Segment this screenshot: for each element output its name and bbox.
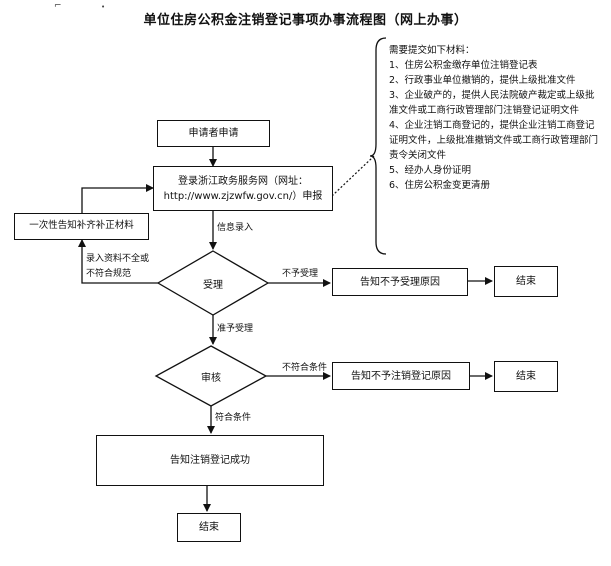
edge-label-incomplete-1: 录入资料不全或 (86, 254, 150, 264)
edge-label-not-accept: 不予受理 (282, 269, 319, 279)
end-box-3: 结束 (177, 513, 241, 542)
corner-mark-left: ⌐ (54, 1, 62, 11)
apply-box: 申请者申请 (157, 120, 270, 147)
edge-accept-supplement (78, 239, 158, 284)
materials-item: 4、企业注销工商登记的，提供企业注销工商登记证明文件，上级批准撤销文件或工商行政… (389, 120, 599, 161)
login-box: 登录浙江政务服务网（网址： http://www.zjzwfw.gov.cn/）… (153, 166, 333, 211)
materials-heading: 需要提交如下材料： (389, 45, 475, 56)
success-label: 告知注销登记成功 (170, 455, 250, 466)
materials-list: 需要提交如下材料： 1、住房公积金缴存单位注销登记表 2、行政事业单位撤销的，提… (389, 43, 604, 193)
review-label: 审核 (201, 373, 221, 384)
page-title: 单位住房公积金注销登记事项办事流程图（网上办事） (143, 13, 468, 28)
edge-supplement-login (81, 184, 154, 213)
supplement-label: 一次性告知补齐补正材料 (29, 220, 134, 232)
end-label-2: 结束 (516, 371, 536, 382)
edge-label-accept-yes: 准予受理 (217, 324, 254, 334)
accept-label: 受理 (203, 280, 223, 291)
end-label-3: 结束 (199, 522, 219, 533)
reject-accept-label: 告知不予受理原因 (360, 276, 440, 288)
corner-mark-dot: • (101, 3, 106, 11)
apply-label: 申请者申请 (188, 128, 239, 139)
reject-accept-box: 告知不予受理原因 (332, 268, 468, 296)
materials-item: 1、住房公积金缴存单位注销登记表 (389, 60, 538, 71)
supplement-box: 一次性告知补齐补正材料 (14, 213, 149, 240)
login-label-line1: 登录浙江政务服务网（网址： (178, 175, 308, 187)
reject-cancel-box: 告知不予注销登记原因 (332, 362, 470, 390)
materials-brace (369, 37, 387, 255)
edge-label-meet: 符合条件 (215, 413, 252, 423)
edge-login-materials (331, 155, 375, 197)
materials-item: 3、企业破产的，提供人民法院破产裁定或上级批准文件或工商行政管理部门注销登记证明… (389, 90, 595, 116)
login-label-line2: http://www.zjzwfw.gov.cn/）申报 (163, 190, 323, 202)
end-box-2: 结束 (494, 361, 558, 392)
materials-item: 2、行政事业单位撤销的，提供上级批准文件 (389, 75, 576, 86)
edge-label-info-entry: 信息录入 (217, 223, 254, 233)
edge-label-incomplete-2: 不符合规范 (86, 269, 132, 279)
materials-item: 5、经办人身份证明 (389, 165, 472, 176)
reject-cancel-label: 告知不予注销登记原因 (351, 370, 451, 382)
materials-item: 6、住房公积金变更清册 (389, 180, 491, 191)
edge-label-not-meet: 不符合条件 (282, 363, 328, 373)
success-box: 告知注销登记成功 (96, 435, 324, 486)
end-box-1: 结束 (494, 266, 558, 297)
end-label-1: 结束 (516, 276, 536, 287)
